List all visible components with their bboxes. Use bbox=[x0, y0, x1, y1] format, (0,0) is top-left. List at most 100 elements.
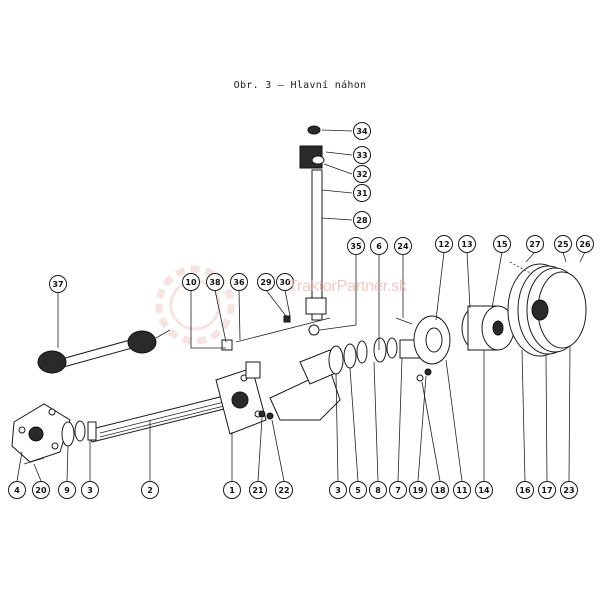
small-bolt bbox=[424, 368, 432, 376]
svg-text:14: 14 bbox=[478, 486, 490, 495]
svg-text:24: 24 bbox=[397, 242, 409, 251]
callout-3: 3 bbox=[81, 481, 99, 499]
svg-text:13: 13 bbox=[461, 240, 472, 249]
callout-10: 10 bbox=[182, 273, 200, 291]
svg-text:3: 3 bbox=[335, 486, 341, 495]
callout-2: 2 bbox=[141, 481, 159, 499]
svg-text:20: 20 bbox=[35, 486, 47, 495]
callout-1: 1 bbox=[223, 481, 241, 499]
callout-35: 35 bbox=[347, 237, 365, 255]
callout-31: 31 bbox=[353, 184, 371, 202]
callout-27: 27 bbox=[526, 235, 544, 253]
watermark-text: TraktorPartner.sk bbox=[288, 278, 407, 295]
svg-text:16: 16 bbox=[519, 486, 531, 495]
clutch-hub bbox=[461, 305, 515, 351]
callout-16: 16 bbox=[516, 481, 534, 499]
pulley bbox=[507, 263, 587, 357]
leader-lines bbox=[16, 129, 586, 482]
callout-18: 18 bbox=[431, 481, 449, 499]
front-flange bbox=[11, 403, 71, 463]
washer bbox=[416, 374, 424, 382]
middle-rings bbox=[328, 337, 398, 375]
bolt-24 bbox=[395, 317, 413, 325]
callout-4: 4 bbox=[8, 481, 26, 499]
svg-text:11: 11 bbox=[456, 486, 468, 495]
svg-text:18: 18 bbox=[434, 486, 446, 495]
callout-22: 22 bbox=[275, 481, 293, 499]
housing-plate bbox=[215, 367, 267, 435]
svg-text:7: 7 bbox=[395, 486, 401, 495]
callout-15: 15 bbox=[493, 235, 511, 253]
svg-text:35: 35 bbox=[350, 242, 362, 251]
callout-24: 24 bbox=[394, 237, 412, 255]
svg-text:30: 30 bbox=[279, 278, 291, 287]
svg-text:17: 17 bbox=[541, 486, 552, 495]
callout-33: 33 bbox=[353, 146, 371, 164]
callout-37: 37 bbox=[49, 275, 67, 293]
svg-text:23: 23 bbox=[563, 486, 574, 495]
svg-text:21: 21 bbox=[252, 486, 264, 495]
svg-text:34: 34 bbox=[356, 127, 368, 136]
callout-30: 30 bbox=[276, 273, 294, 291]
callout-9: 9 bbox=[58, 481, 76, 499]
svg-text:36: 36 bbox=[233, 278, 245, 287]
callout-23: 23 bbox=[560, 481, 578, 499]
callout-6: 6 bbox=[370, 237, 388, 255]
callout-11: 11 bbox=[453, 481, 471, 499]
callout-5: 5 bbox=[349, 481, 367, 499]
spring-27 bbox=[509, 261, 533, 275]
svg-text:38: 38 bbox=[209, 278, 221, 287]
bushing bbox=[245, 361, 261, 379]
svg-text:8: 8 bbox=[375, 486, 381, 495]
svg-text:27: 27 bbox=[529, 240, 540, 249]
callout-17: 17 bbox=[538, 481, 556, 499]
joint-shaft bbox=[37, 329, 171, 374]
svg-text:33: 33 bbox=[356, 151, 367, 160]
callout-13: 13 bbox=[458, 235, 476, 253]
svg-text:12: 12 bbox=[438, 240, 449, 249]
callout-28: 28 bbox=[353, 211, 371, 229]
svg-text:31: 31 bbox=[356, 189, 368, 198]
svg-text:19: 19 bbox=[412, 486, 424, 495]
bolt bbox=[266, 412, 274, 420]
callout-34: 34 bbox=[353, 122, 371, 140]
callout-12: 12 bbox=[435, 235, 453, 253]
svg-text:15: 15 bbox=[496, 240, 508, 249]
front-pin bbox=[23, 457, 45, 465]
svg-text:6: 6 bbox=[376, 242, 382, 251]
svg-text:26: 26 bbox=[579, 240, 591, 249]
callout-20: 20 bbox=[32, 481, 50, 499]
callout-14: 14 bbox=[475, 481, 493, 499]
svg-text:28: 28 bbox=[356, 216, 368, 225]
pin-rod bbox=[235, 317, 331, 343]
bearing-flange bbox=[413, 315, 451, 365]
svg-text:4: 4 bbox=[14, 486, 20, 495]
svg-text:5: 5 bbox=[355, 486, 361, 495]
callout-29: 29 bbox=[257, 273, 275, 291]
callout-38: 38 bbox=[206, 273, 224, 291]
callout-36: 36 bbox=[230, 273, 248, 291]
callout-32: 32 bbox=[353, 165, 371, 183]
bolt bbox=[258, 410, 266, 418]
callout-26: 26 bbox=[576, 235, 594, 253]
svg-text:37: 37 bbox=[52, 280, 63, 289]
callout-8: 8 bbox=[369, 481, 387, 499]
svg-text:32: 32 bbox=[356, 170, 367, 179]
svg-text:10: 10 bbox=[185, 278, 197, 287]
svg-text:2: 2 bbox=[147, 486, 153, 495]
figure-caption: Obr. 3 — Hlavní náhon bbox=[233, 80, 367, 91]
front-rings bbox=[61, 420, 97, 447]
callout-19: 19 bbox=[409, 481, 427, 499]
callout-25: 25 bbox=[554, 235, 572, 253]
svg-text:29: 29 bbox=[260, 278, 272, 287]
svg-text:9: 9 bbox=[64, 486, 70, 495]
pin-10 bbox=[221, 339, 233, 351]
callout-7: 7 bbox=[389, 481, 407, 499]
svg-text:22: 22 bbox=[278, 486, 289, 495]
svg-text:3: 3 bbox=[87, 486, 93, 495]
callout-21: 21 bbox=[249, 481, 267, 499]
callout-3: 3 bbox=[329, 481, 347, 499]
